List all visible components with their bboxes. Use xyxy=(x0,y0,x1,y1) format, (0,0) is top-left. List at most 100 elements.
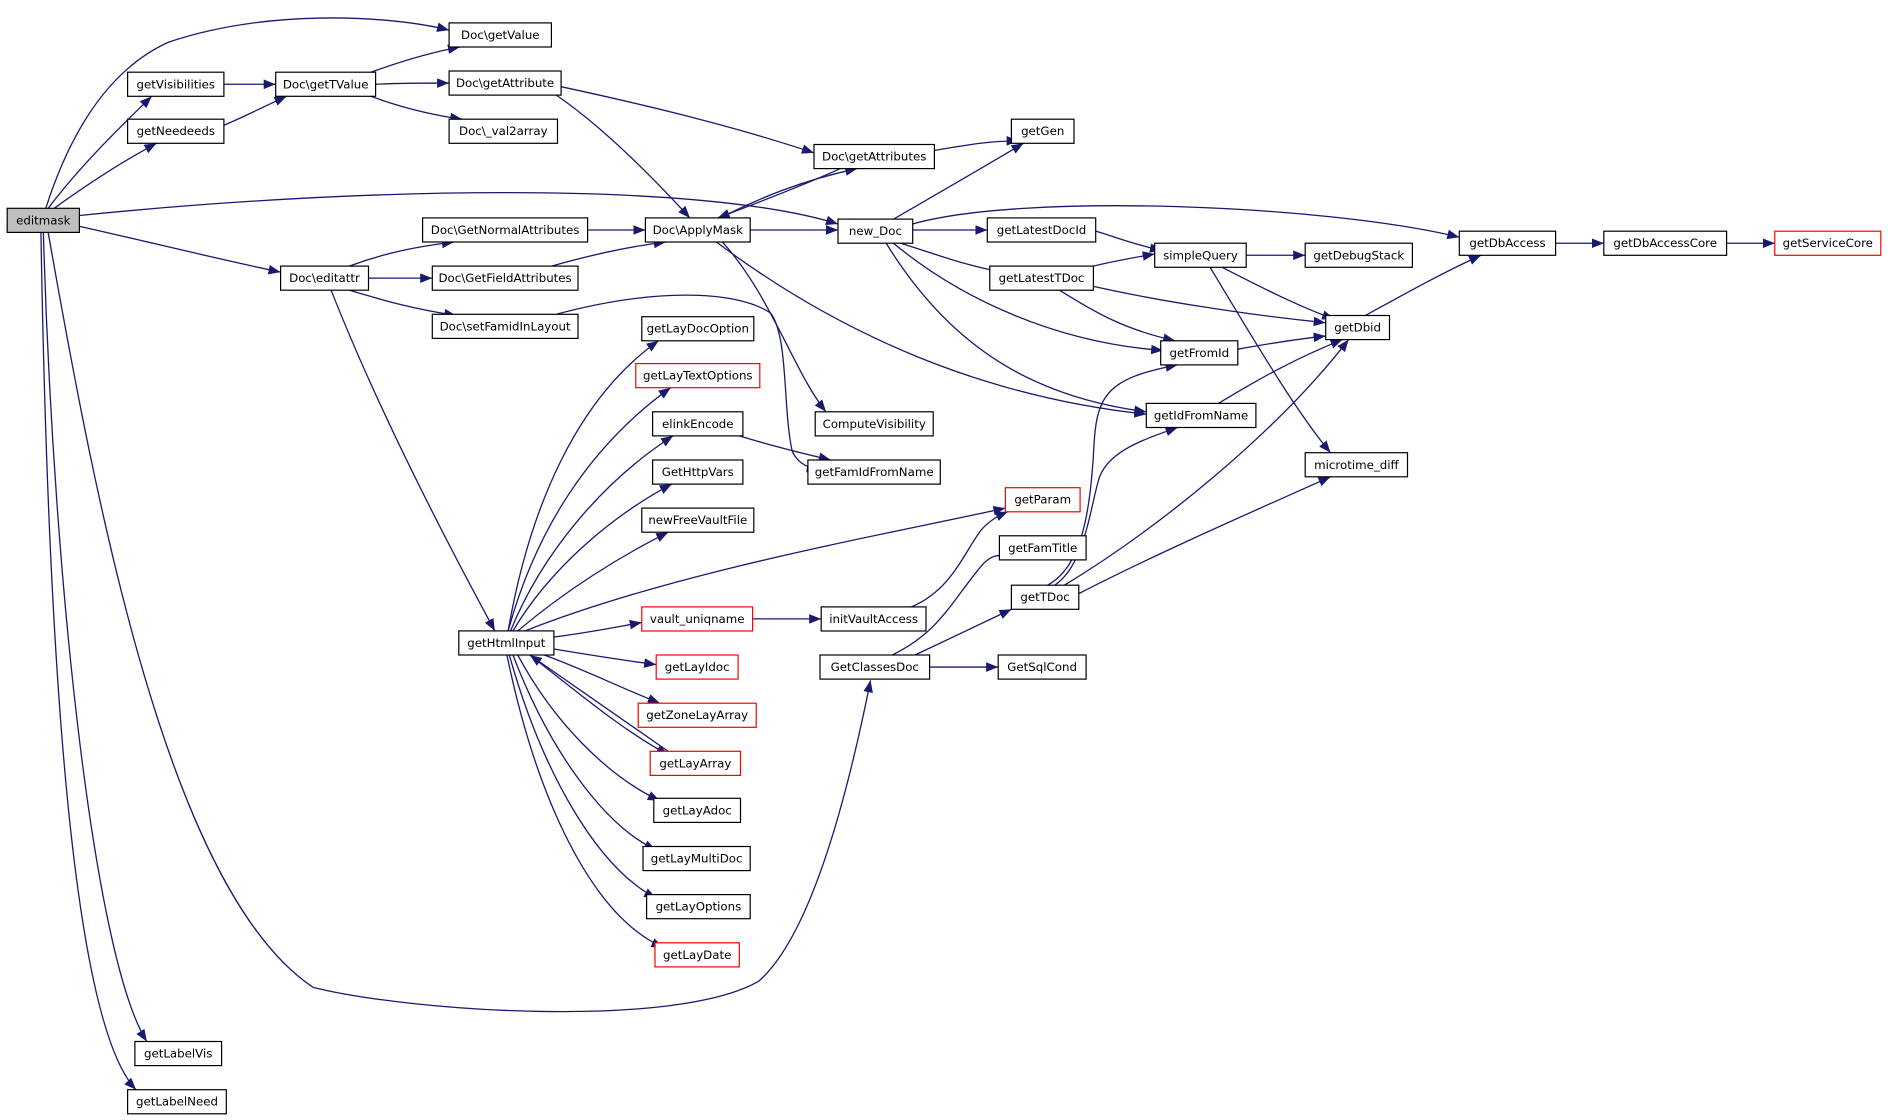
edge-path xyxy=(1088,251,1154,267)
node-doc_setfamidinlayout[interactable]: Doc\setFamidInLayout xyxy=(431,313,579,339)
edge-getlatesttdoc-to-getdbid xyxy=(1084,284,1326,327)
node-label: getLayOptions xyxy=(656,900,742,914)
node-doc_getattribute[interactable]: Doc\getAttribute xyxy=(448,70,562,96)
node-getneedeeds[interactable]: getNeedeeds xyxy=(126,118,225,144)
node-gethtmlinput[interactable]: getHtmlInput xyxy=(458,630,555,656)
node-label: initVaultAccess xyxy=(829,612,918,626)
node-simplequery[interactable]: simpleQuery xyxy=(1154,242,1247,268)
edge-path xyxy=(376,78,449,88)
node-doc_editattr[interactable]: Doc\editattr xyxy=(280,265,370,291)
node-getlabelneed[interactable]: getLabelNeed xyxy=(126,1089,227,1115)
node-getlaydate[interactable]: getLayDate xyxy=(654,942,740,968)
node-doc_getvalue[interactable]: Doc\getValue xyxy=(448,22,553,48)
node-box xyxy=(458,630,555,656)
node-getlayarray[interactable]: getLayArray xyxy=(649,750,742,776)
edge-editmask-to-getneedeeds xyxy=(54,143,156,208)
edge-editmask-to-getlabelneed xyxy=(41,232,136,1089)
edge-elinkencode-to-getfamidfromname xyxy=(739,436,831,462)
node-doc_val2array[interactable]: Doc\_val2array xyxy=(448,118,559,144)
node-box xyxy=(1004,487,1081,513)
node-getlayidoc[interactable]: getLayIdoc xyxy=(655,654,739,680)
node-label: simpleQuery xyxy=(1163,248,1238,262)
node-getvisibilities[interactable]: getVisibilities xyxy=(126,71,225,97)
node-doc_getattributes[interactable]: Doc\getAttributes xyxy=(813,143,936,170)
node-getlatesttdoc[interactable]: getLatestTDoc xyxy=(989,265,1094,291)
node-getlatestdocid[interactable]: getLatestDocId xyxy=(986,217,1097,243)
node-getclassesdoc[interactable]: GetClassesDoc xyxy=(819,654,931,680)
node-gettdoc[interactable]: getTDoc xyxy=(1010,584,1080,610)
node-getfromid[interactable]: getFromId xyxy=(1160,340,1239,366)
edge-gethtmlinput-to-getlayoptions xyxy=(509,655,656,898)
edge-path xyxy=(722,242,826,412)
edge-path xyxy=(915,609,1011,655)
node-computevisibility[interactable]: ComputeVisibility xyxy=(814,411,934,437)
node-box xyxy=(134,1040,223,1067)
node-label: Doc\_val2array xyxy=(459,124,548,138)
node-new_doc[interactable]: new_Doc xyxy=(837,218,914,244)
node-box xyxy=(1774,230,1882,256)
node-label: getGen xyxy=(1021,124,1064,138)
node-box xyxy=(448,22,553,48)
node-getdbid[interactable]: getDbid xyxy=(1325,314,1391,341)
node-box xyxy=(649,750,742,776)
node-label: GetHttpVars xyxy=(662,465,734,479)
node-getfamtitle[interactable]: getFamTitle xyxy=(998,535,1087,561)
node-label: getDbAccessCore xyxy=(1613,236,1717,250)
edge-path xyxy=(911,512,1007,607)
node-label: getDbAccess xyxy=(1469,236,1545,250)
edge-path xyxy=(513,484,672,631)
node-getfamidfromname[interactable]: getFamIdFromName xyxy=(807,459,941,485)
edge-initvaultaccess-to-getparam xyxy=(911,512,1007,607)
node-elinkencode[interactable]: elinkEncode xyxy=(651,411,744,437)
edge-path xyxy=(739,436,831,462)
node-label: getLabelVis xyxy=(144,1047,212,1061)
node-label: Doc\GetFieldAttributes xyxy=(438,271,571,285)
node-doc_applymask[interactable]: Doc\ApplyMask xyxy=(644,217,751,243)
node-gethttpvars[interactable]: GetHttpVars xyxy=(651,459,744,485)
node-editmask[interactable]: editmask xyxy=(6,207,80,234)
edge-new_doc-to-getgen xyxy=(893,143,1023,219)
node-getparam[interactable]: getParam xyxy=(1004,487,1081,513)
node-getlaydocoption[interactable]: getLayDocOption xyxy=(641,316,755,342)
node-box xyxy=(820,606,927,632)
node-doc_getfieldattributes[interactable]: Doc\GetFieldAttributes xyxy=(431,265,579,291)
edge-path xyxy=(892,549,1011,655)
edge-path xyxy=(551,238,665,266)
node-box xyxy=(837,218,914,244)
node-getlaytextoptions[interactable]: getLayTextOptions xyxy=(635,363,761,389)
node-getdbaccess[interactable]: getDbAccess xyxy=(1458,230,1557,256)
node-getlabelvis[interactable]: getLabelVis xyxy=(134,1040,223,1067)
node-getlayoptions[interactable]: getLayOptions xyxy=(645,893,751,920)
edge-path xyxy=(508,388,671,631)
edge-path xyxy=(544,655,660,703)
node-getservicecore[interactable]: getServiceCore xyxy=(1774,230,1882,256)
node-label: getParam xyxy=(1014,493,1071,507)
edge-gettdoc-to-getdbid xyxy=(1064,340,1348,586)
node-label: getLatestTDoc xyxy=(999,271,1085,285)
node-label: getLayArray xyxy=(659,756,731,770)
node-label: getServiceCore xyxy=(1783,236,1873,250)
node-vault_uniqname[interactable]: vault_uniqname xyxy=(641,606,754,632)
edge-gethtmlinput-to-getlaymultidoc xyxy=(513,655,656,850)
edge-getlatesttdoc-to-simplequery xyxy=(1088,251,1154,267)
node-label: getLayIdoc xyxy=(665,660,730,674)
node-microtime_diff[interactable]: microtime_diff xyxy=(1304,452,1409,478)
node-doc_getnormalattributes[interactable]: Doc\GetNormalAttributes xyxy=(422,217,589,243)
node-doc_gettvalue[interactable]: Doc\getTValue xyxy=(275,71,377,97)
node-newfreevaultfile[interactable]: newFreeVaultFile xyxy=(641,507,755,533)
node-getzonelayarray[interactable]: getZoneLayArray xyxy=(637,702,757,728)
node-getdebugstack[interactable]: getDebugStack xyxy=(1304,242,1413,268)
node-label: getLayMultiDoc xyxy=(651,852,743,866)
node-label: Doc\getTValue xyxy=(283,77,369,91)
edge-editmask-to-doc_editattr xyxy=(79,226,280,275)
node-getlayadoc[interactable]: getLayAdoc xyxy=(653,797,742,823)
node-getsqlcond[interactable]: GetSqlCond xyxy=(997,654,1087,680)
node-initvaultaccess[interactable]: initVaultAccess xyxy=(820,606,927,632)
node-getlaymultidoc[interactable]: getLayMultiDoc xyxy=(642,845,751,872)
node-getidfromname[interactable]: getIdFromName xyxy=(1145,402,1257,429)
node-label: getHtmlInput xyxy=(467,636,546,650)
edge-path xyxy=(720,166,857,218)
node-getgen[interactable]: getGen xyxy=(1010,118,1075,144)
edge-path xyxy=(893,143,1023,219)
node-getdbaccesscore[interactable]: getDbAccessCore xyxy=(1603,230,1728,256)
